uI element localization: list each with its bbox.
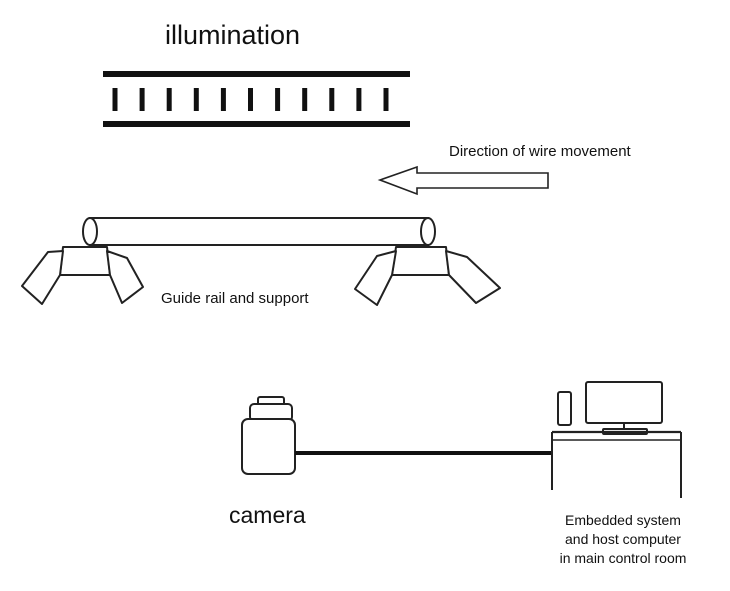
- guide-rail-label: Guide rail and support: [161, 290, 309, 307]
- pc-tower-icon: [557, 391, 572, 426]
- camera-label: camera: [229, 502, 306, 528]
- host-label-line-3: in main control room: [559, 550, 687, 566]
- support-right-right-arm: [445, 250, 501, 304]
- host-computer-label: Embedded system and host computer in mai…: [543, 511, 703, 568]
- led-segment: [248, 88, 253, 111]
- support-left: [21, 246, 144, 305]
- led-segment: [383, 88, 389, 111]
- led-array: [112, 88, 389, 111]
- guide-rail-tube: [89, 217, 429, 246]
- guide-rail-end-right: [420, 217, 436, 246]
- direction-arrow: [377, 165, 549, 196]
- led-segment: [302, 88, 308, 111]
- support-left-left-arm: [21, 250, 64, 305]
- support-left-right-arm: [106, 250, 144, 304]
- led-segment: [139, 88, 145, 111]
- camera-body: [241, 418, 296, 475]
- direction-label: Direction of wire movement: [449, 143, 631, 160]
- illumination-bar: [103, 71, 410, 127]
- led-segment: [166, 88, 172, 111]
- support-right-center-block: [391, 246, 450, 276]
- led-segment: [329, 88, 335, 111]
- led-segment: [193, 88, 199, 111]
- led-segment: [220, 88, 226, 111]
- support-left-center-block: [59, 246, 111, 276]
- led-segment: [356, 88, 362, 111]
- host-label-line-2: and host computer: [565, 531, 681, 547]
- illumination-label: illumination: [165, 20, 301, 50]
- guide-rail-assembly: [21, 217, 501, 306]
- monitor-icon: [585, 381, 663, 424]
- led-segment: [275, 88, 281, 111]
- support-right-left-arm: [354, 250, 397, 306]
- support-right: [354, 246, 501, 306]
- host-computer-workstation: [551, 381, 682, 498]
- host-label-line-1: Embedded system: [565, 512, 681, 528]
- led-segment: [112, 88, 118, 111]
- camera-icon: [241, 396, 296, 475]
- guide-rail-end-left: [82, 217, 98, 246]
